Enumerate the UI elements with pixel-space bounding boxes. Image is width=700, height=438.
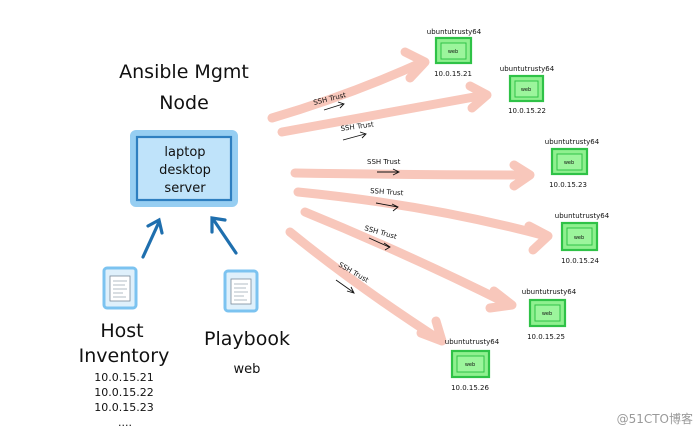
target-node-ip: 10.0.15.22 [508,107,546,115]
host-inventory-label-line2: Inventory [79,345,170,367]
mgmt-box-line-desktop: desktop [159,163,211,178]
mgmt-node-box: laptop desktop server [130,130,238,207]
small-arrow-icon [335,279,355,294]
playbook-up-arrow-icon [210,216,238,255]
target-node-ip: 10.0.15.24 [561,257,599,265]
target-node-4: ubuntutrusty64 web 10.0.15.24 [555,212,610,265]
target-node-name: ubuntutrusty64 [500,65,555,73]
target-node-tag: web [564,160,574,166]
target-node-3: ubuntutrusty64 web 10.0.15.23 [545,138,600,189]
small-arrow-icon [323,101,345,111]
small-arrow-icon [342,131,367,141]
ssh-arrow-4 [293,187,553,255]
target-node-2: ubuntutrusty64 web 10.0.15.22 [500,65,555,115]
ssh-arrows [267,47,553,346]
target-node-tag: web [542,311,552,317]
mgmt-node-title-line2: Node [159,92,209,114]
target-node-ip: 10.0.15.23 [549,181,587,189]
target-node-name: ubuntutrusty64 [545,138,600,146]
ssh-arrow-5 [300,207,517,313]
target-node-5: ubuntutrusty64 web 10.0.15.25 [522,288,577,341]
mgmt-box-line-server: server [164,181,206,196]
target-node-name: ubuntutrusty64 [522,288,577,296]
target-node-ip: 10.0.15.26 [451,384,489,392]
small-arrow-icon [368,237,391,251]
small-arrow-icon [377,168,401,176]
mgmt-node-title-line1: Ansible Mgmt [119,61,249,83]
mgmt-box-line-laptop: laptop [164,145,205,160]
inventory-ip-1: 10.0.15.21 [94,371,153,384]
inventory-document-icon [102,266,138,310]
ssh-arrow-3 [290,160,535,191]
inventory-up-arrow-icon [141,217,164,259]
ssh-arrow-6 [285,227,447,346]
playbook-label: Playbook [204,328,290,350]
target-node-tag: web [465,362,475,368]
target-node-ip: 10.0.15.25 [527,333,565,341]
ssh-label-text: SSH Trust [370,187,404,197]
ssh-label-3: SSH Trust [367,158,401,176]
small-arrow-icon [375,202,399,212]
target-node-1: ubuntutrusty64 web 10.0.15.21 [427,28,482,78]
ssh-arrow-1 [267,47,430,123]
inventory-ip-3: 10.0.15.23 [94,401,153,414]
target-node-ip: 10.0.15.21 [434,70,472,78]
host-inventory-label-line1: Host [100,320,143,342]
target-node-name: ubuntutrusty64 [555,212,610,220]
playbook-document-icon [223,269,259,313]
target-node-name: ubuntutrusty64 [445,338,500,346]
target-node-name: ubuntutrusty64 [427,28,482,36]
playbook-sub-label: web [234,362,261,377]
target-node-tag: web [448,49,458,55]
ssh-label-text: SSH Trust [367,158,401,166]
inventory-ip-2: 10.0.15.22 [94,386,153,399]
target-node-6: ubuntutrusty64 web 10.0.15.26 [445,338,500,392]
inventory-ip-more: .... [118,416,132,429]
target-node-tag: web [574,235,584,241]
target-node-tag: web [521,87,531,93]
ssh-label-4: SSH Trust [370,187,404,212]
ssh-arrow-2 [277,81,492,137]
watermark: @51CTO博客 [617,411,693,426]
